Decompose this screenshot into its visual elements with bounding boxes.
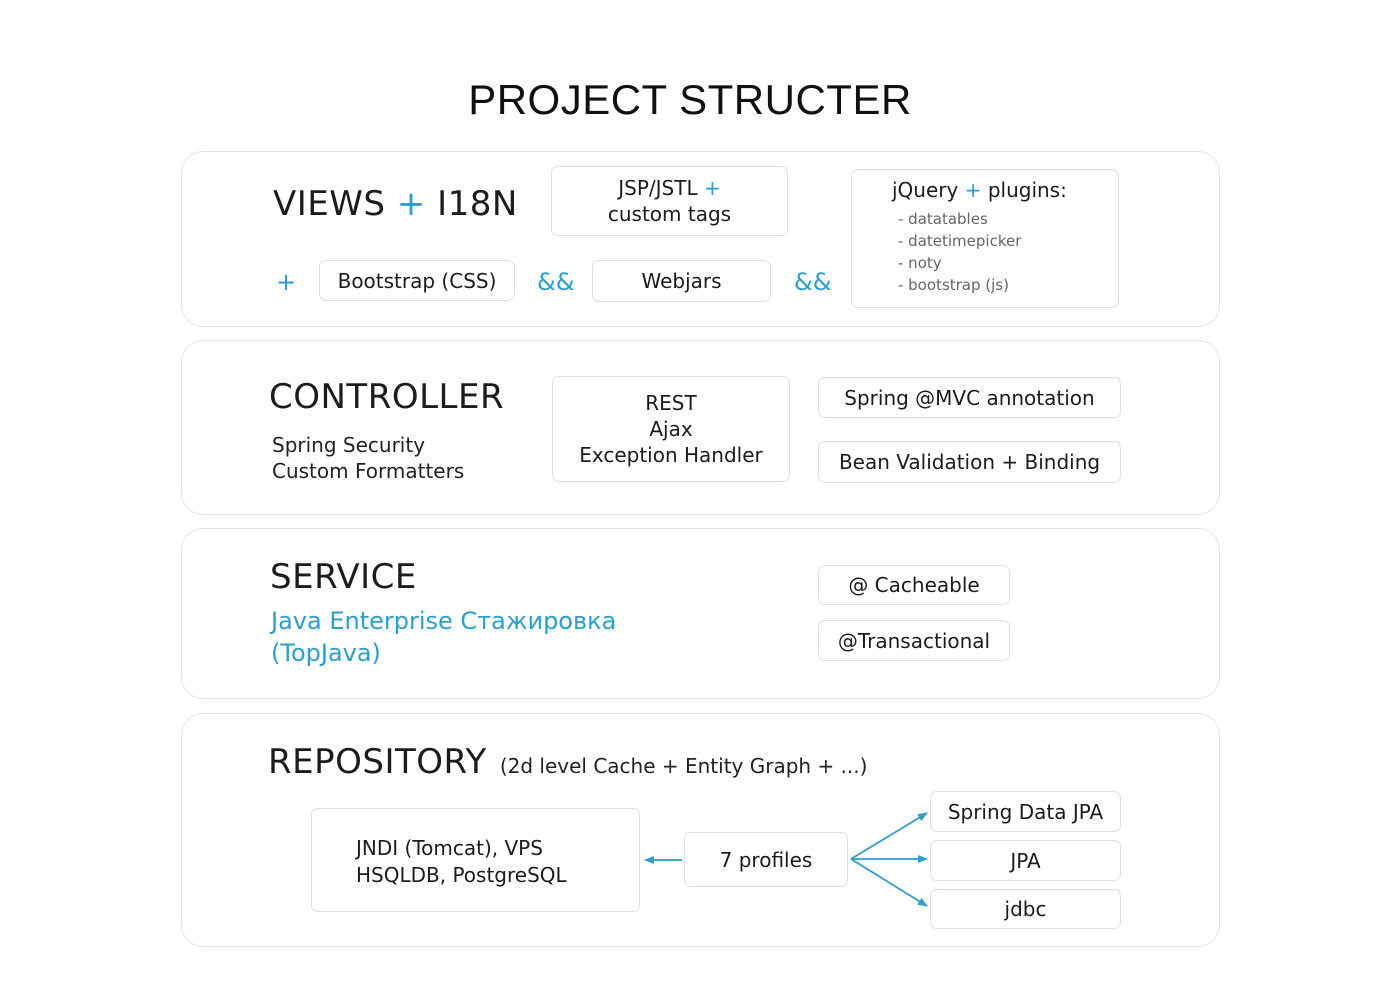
jquery-plugins-box: jQuery + plugins: - datatables - datetim…	[851, 169, 1119, 308]
jdbc-box: jdbc	[930, 889, 1121, 929]
views-heading-i18n: I18N	[437, 184, 518, 224]
views-heading-plus: +	[396, 184, 426, 224]
amp-2: &&	[794, 268, 832, 296]
plugin-item: - datetimepicker	[898, 232, 1022, 250]
bean-validation-box: Bean Validation + Binding	[818, 441, 1121, 483]
spring-data-jpa-box: Spring Data JPA	[930, 791, 1121, 832]
rest-ajax-box: REST Ajax Exception Handler	[552, 376, 790, 482]
hsqldb-postgres-label: HSQLDB, PostgreSQL	[356, 863, 567, 887]
plugin-item: - datatables	[898, 210, 988, 228]
jsp-jstl-box: JSP/JSTL + custom tags	[551, 166, 788, 236]
jndi-vps-label: JNDI (Tomcat), VPS	[356, 836, 543, 860]
webjars-box: Webjars	[592, 260, 771, 302]
custom-formatters-label: Custom Formatters	[272, 459, 465, 483]
repository-heading: REPOSITORY	[268, 742, 487, 782]
plugin-item: - noty	[898, 254, 942, 272]
page-title: PROJECT STRUCTER	[468, 76, 912, 123]
jsp-plus: +	[703, 176, 721, 200]
amp-1: &&	[537, 268, 575, 296]
profiles-box: 7 profiles	[684, 832, 848, 887]
jquery-label: jQuery	[892, 178, 959, 202]
bootstrap-css-box: Bootstrap (CSS)	[319, 260, 515, 301]
arrow-to-jdbc	[850, 858, 928, 907]
jsp-jstl-label: JSP/JSTL	[618, 176, 698, 200]
plugin-item: - bootstrap (js)	[898, 276, 1009, 294]
exception-handler-label: Exception Handler	[579, 443, 763, 467]
views-heading: VIEWS + I18N	[273, 184, 518, 224]
topjava-link-line2: (TopJava)	[271, 639, 381, 667]
cacheable-box: @ Cacheable	[818, 565, 1010, 605]
spring-mvc-box: Spring @MVC annotation	[818, 377, 1121, 418]
jpa-box: JPA	[930, 840, 1121, 881]
controller-heading: CONTROLLER	[269, 377, 505, 417]
arrow-to-spring-data-jpa	[850, 812, 928, 860]
repository-note: (2d level Cache + Entity Graph + ...)	[499, 754, 868, 778]
views-heading-main: VIEWS	[273, 184, 386, 224]
db-box: JNDI (Tomcat), VPS HSQLDB, PostgreSQL	[311, 808, 640, 912]
custom-tags-label: custom tags	[607, 202, 732, 226]
spring-security-label: Spring Security	[272, 433, 426, 457]
topjava-link-line1: Java Enterprise Стажировка	[271, 607, 617, 635]
service-heading: SERVICE	[270, 557, 417, 597]
ajax-label: Ajax	[649, 417, 693, 441]
repository-heading-row: REPOSITORY (2d level Cache + Entity Grap…	[268, 742, 867, 782]
service-panel	[181, 528, 1220, 699]
controller-sub: Spring Security Custom Formatters	[272, 432, 464, 484]
plugins-label: plugins:	[987, 178, 1067, 202]
jquery-plus: +	[964, 178, 982, 202]
topjava-link[interactable]: Java Enterprise Стажировка (TopJava)	[271, 605, 616, 669]
leading-plus: +	[276, 268, 297, 296]
transactional-box: @Transactional	[818, 620, 1010, 661]
rest-label: REST	[645, 391, 697, 415]
